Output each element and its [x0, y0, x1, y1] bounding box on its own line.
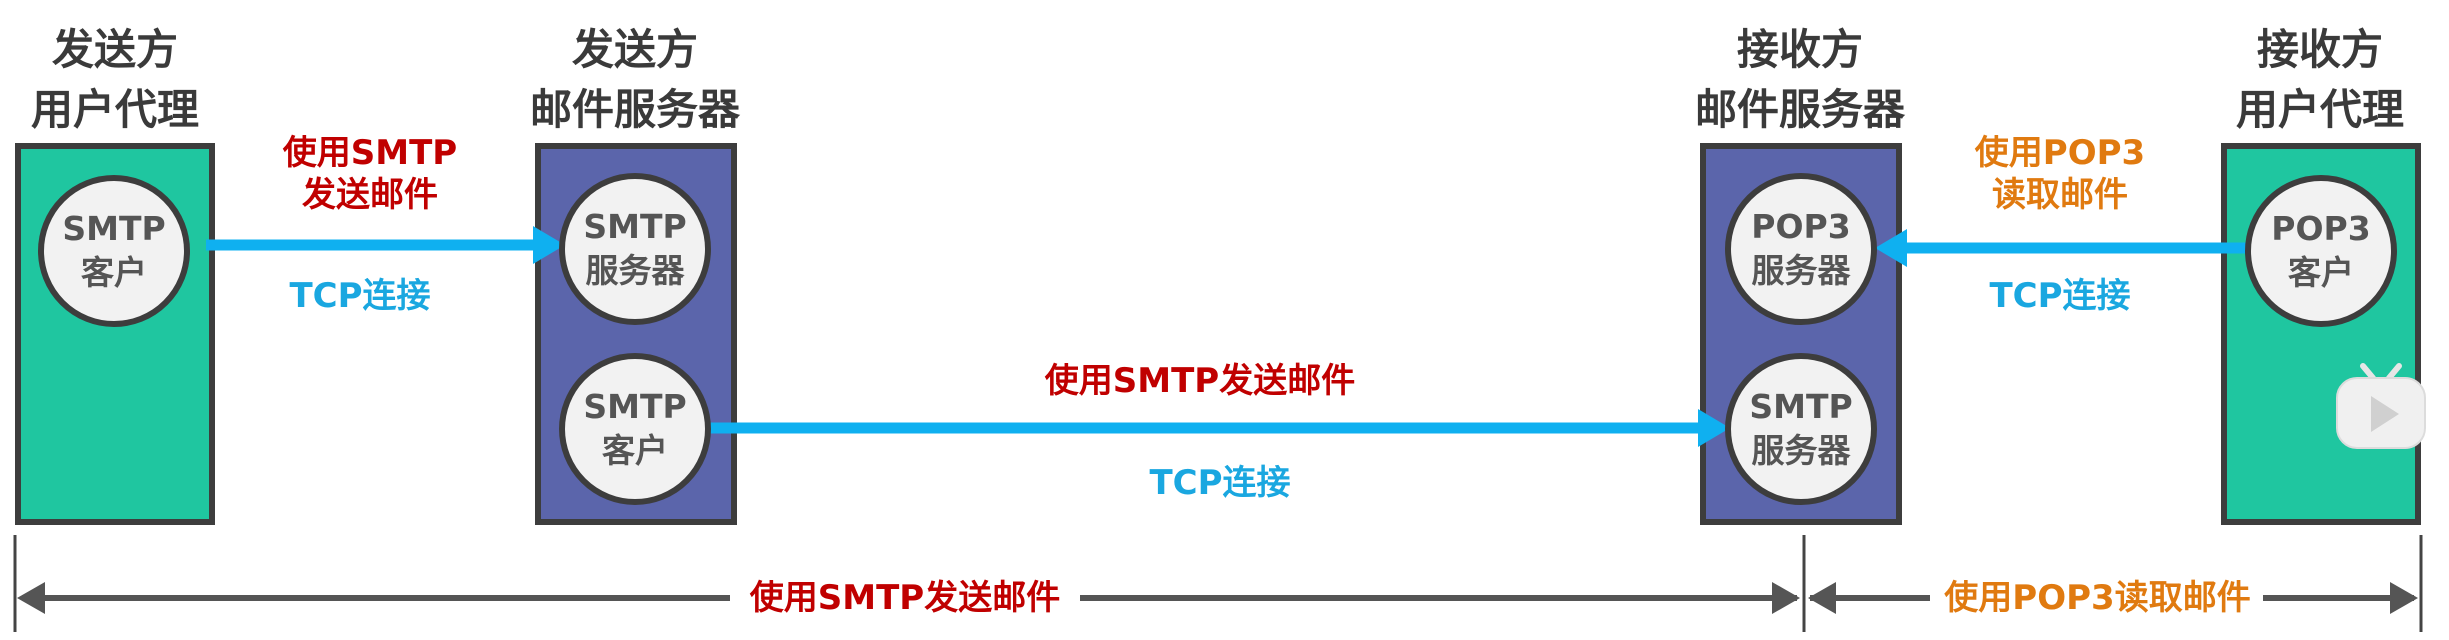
receiver-server-smtp-server-node: SMTP 服务器	[1725, 353, 1877, 505]
sender-server-title: 发送方 邮件服务器	[505, 20, 765, 140]
smtp-span-label: 使用SMTP发送邮件	[749, 578, 1061, 618]
node-label-line2: 客户	[2288, 253, 2354, 292]
sender-ua-title-line2: 用户代理	[30, 85, 199, 134]
sender-server-title-line1: 发送方	[571, 25, 698, 74]
receiver-server-pop3-server-node: POP3 服务器	[1725, 173, 1877, 325]
node-label-line1: SMTP	[62, 209, 166, 248]
arrow-ua-to-server-head	[533, 226, 565, 264]
bilibili-play-icon[interactable]	[2333, 360, 2429, 452]
node-label-line1: POP3	[2271, 209, 2371, 248]
receiver-server-title: 接收方 邮件服务器	[1670, 20, 1930, 140]
ua-to-server-action-label: 使用SMTP 发送邮件	[270, 132, 470, 216]
server-to-ua-action-label: 使用POP3 读取邮件	[1950, 132, 2170, 216]
receiver-server-title-line2: 邮件服务器	[1694, 85, 1905, 134]
node-label-line2: 客户	[81, 253, 147, 292]
node-label-line2: 服务器	[1751, 251, 1851, 290]
sender-server-title-line2: 邮件服务器	[529, 85, 740, 134]
sender-server-smtp-client-node: SMTP 客户	[559, 353, 711, 505]
sender-ua-title-line1: 发送方	[51, 25, 178, 74]
smtp-span-head-left	[17, 582, 45, 614]
smtp-span-head-right	[1772, 582, 1800, 614]
action-line2: 发送邮件	[302, 175, 438, 215]
receiver-ua-title: 接收方 用户代理	[2200, 20, 2440, 140]
sender-ua-smtp-client-node: SMTP 客户	[38, 175, 190, 327]
receiver-server-title-line1: 接收方	[1736, 25, 1863, 74]
node-label-line2: 客户	[602, 431, 668, 470]
pop3-span-head-right	[2390, 582, 2418, 614]
sender-ua-title: 发送方 用户代理	[0, 20, 230, 140]
server-to-server-action-label: 使用SMTP发送邮件	[1044, 361, 1356, 401]
node-label-line1: SMTP	[583, 387, 687, 426]
node-label-line1: POP3	[1751, 207, 1851, 246]
receiver-ua-pop3-client-node: POP3 客户	[2245, 175, 2397, 327]
receiver-ua-title-line2: 用户代理	[2235, 85, 2404, 134]
action-line1: 使用POP3	[1974, 133, 2146, 173]
node-label-line2: 服务器	[585, 251, 685, 290]
node-label-line2: 服务器	[1751, 431, 1851, 470]
pop3-span-label: 使用POP3读取邮件	[1944, 578, 2251, 618]
server-to-ua-transport-label: TCP连接	[1989, 276, 2131, 316]
server-to-server-transport-label: TCP连接	[1149, 463, 1291, 503]
sender-server-smtp-server-node: SMTP 服务器	[559, 173, 711, 325]
node-label-line1: SMTP	[583, 207, 687, 246]
arrow-ua-to-pop3-head	[1875, 229, 1907, 267]
receiver-ua-title-line1: 接收方	[2256, 25, 2383, 74]
node-label-line1: SMTP	[1749, 387, 1853, 426]
ua-to-server-transport-label: TCP连接	[289, 276, 431, 316]
action-line2: 读取邮件	[1992, 175, 2128, 215]
action-line1: 使用SMTP	[282, 133, 458, 173]
pop3-span-head-left	[1808, 582, 1836, 614]
arrow-server-to-server-head	[1698, 409, 1730, 447]
